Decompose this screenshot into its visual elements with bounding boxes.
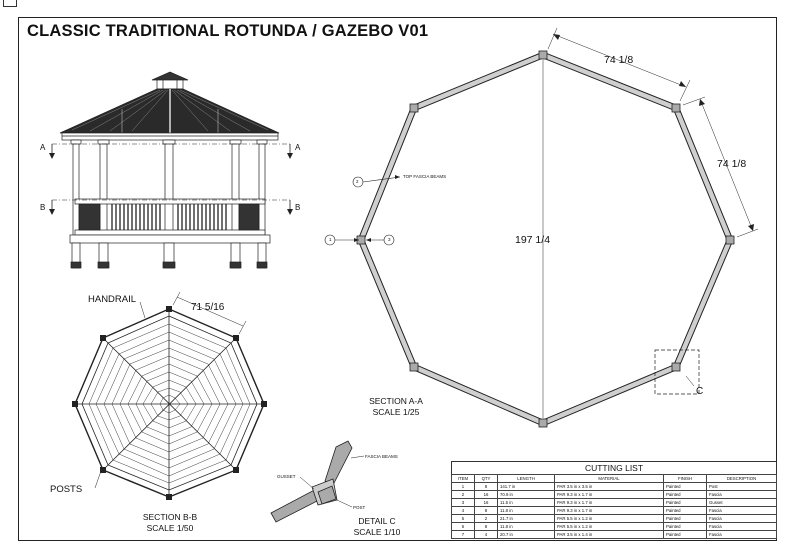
marker-a-left: A	[40, 143, 46, 152]
detail-c-title: DETAIL C	[358, 516, 396, 526]
cell-finish: Painted	[663, 522, 707, 531]
marker-b-right: B	[295, 203, 301, 212]
cell-material: PAR 9.3 in x 1.7 in	[554, 490, 664, 499]
dim-overall-width: 197 1/4	[515, 234, 551, 246]
cutting-list-title: CUTTING LIST	[451, 461, 777, 474]
cell-length: 70.9 in	[497, 490, 555, 499]
section-bb-plan	[72, 291, 267, 500]
table-row: 2 16 70.9 in PAR 9.3 in x 1.7 in Painted…	[451, 490, 777, 499]
cell-length: 20.7 in	[497, 530, 555, 539]
cell-qty: 2	[474, 514, 498, 523]
bubble-2: 2	[356, 179, 359, 184]
cell-length: 11.8 in	[497, 506, 555, 515]
cell-description: Fascia	[706, 506, 777, 515]
cell-finish: Painted	[663, 514, 707, 523]
col-material: MATERIAL	[554, 474, 664, 483]
cell-material: PAR 5.5 in x 1.2 in	[554, 514, 664, 523]
cell-length: 11.5 in	[497, 498, 555, 507]
table-row: 6 8 11.8 in PAR 5.5 in x 1.2 in Painted …	[451, 522, 777, 531]
cell-item: 1	[451, 482, 475, 491]
cell-material: PAR 3.5 in x 3.5 in	[554, 482, 664, 491]
cell-description: Fascia	[706, 530, 777, 539]
cell-finish: Painted	[663, 498, 707, 507]
cell-finish: Painted	[663, 482, 707, 491]
cell-item: 4	[451, 506, 475, 515]
col-item: ITEM	[451, 474, 475, 483]
detail-c	[270, 440, 365, 523]
dim-top-edge: 74 1/8	[604, 54, 634, 66]
cell-finish: Painted	[663, 530, 707, 539]
cell-item: 5	[451, 514, 475, 523]
cell-item: 6	[451, 522, 475, 531]
cell-description: Fascia	[706, 490, 777, 499]
posts-label: POSTS	[50, 484, 83, 495]
cell-finish: Painted	[663, 506, 707, 515]
table-row: 5 2 21.7 in PAR 5.5 in x 1.2 in Painted …	[451, 514, 777, 523]
cell-qty: 4	[474, 530, 498, 539]
cell-length: 11.8 in	[497, 522, 555, 531]
cell-qty: 8	[474, 522, 498, 531]
bubble-3: 3	[388, 237, 391, 242]
callout-top-fascia: TOP FASCIA BEAMS	[403, 174, 447, 179]
cell-qty: 8	[474, 506, 498, 515]
handrail-label: HANDRAIL	[88, 294, 137, 305]
detail-c-marker: C	[696, 386, 704, 397]
cell-description: Post	[706, 482, 777, 491]
cell-material: PAR 9.3 in x 1.7 in	[554, 498, 664, 507]
drawing-title: CLASSIC TRADITIONAL ROTUNDA / GAZEBO V01	[27, 22, 429, 40]
cutting-list-table: CUTTING LIST ITEM QTY LENGTH MATERIAL FI…	[451, 461, 777, 539]
section-aa-scale: SCALE 1/25	[372, 407, 420, 417]
cell-material: PAR 5.5 in x 1.2 in	[554, 522, 664, 531]
col-description: DESCRIPTION	[706, 474, 777, 483]
col-length: LENGTH	[497, 474, 555, 483]
cell-qty: 16	[474, 498, 498, 507]
detail-c-scale: SCALE 1/10	[353, 527, 401, 537]
cell-length: 141.7 in	[497, 482, 555, 491]
callout-gusset: GUSSET	[277, 474, 296, 479]
cell-material: PAR 9.3 in x 1.7 in	[554, 506, 664, 515]
cell-length: 21.7 in	[497, 514, 555, 523]
table-row: 4 8 11.8 in PAR 9.3 in x 1.7 in Painted …	[451, 506, 777, 515]
cell-description: Fascia	[706, 514, 777, 523]
section-aa-title: SECTION A-A	[369, 396, 423, 406]
cell-qty: 8	[474, 482, 498, 491]
cell-item: 7	[451, 530, 475, 539]
gazebo-elevation	[49, 71, 293, 269]
detail-c-label: DETAIL C SCALE 1/10	[342, 516, 412, 538]
marker-b-left: B	[40, 203, 46, 212]
col-qty: QTY	[474, 474, 498, 483]
cell-item: 2	[451, 490, 475, 499]
cell-item: 3	[451, 498, 475, 507]
section-bb-label: SECTION B-B SCALE 1/50	[132, 512, 208, 534]
section-aa-label: SECTION A-A SCALE 1/25	[360, 396, 432, 418]
cell-qty: 16	[474, 490, 498, 499]
table-row: 1 8 141.7 in PAR 3.5 in x 3.5 in Painted…	[451, 482, 777, 491]
bubble-1: 1	[329, 237, 332, 242]
corner-mark	[3, 0, 17, 7]
cutting-list-header-row: ITEM QTY LENGTH MATERIAL FINISH DESCRIPT…	[451, 474, 777, 483]
cell-finish: Painted	[663, 490, 707, 499]
section-bb-title: SECTION B-B	[142, 512, 198, 522]
drawing-frame	[18, 17, 777, 541]
table-row: 7 4 20.7 in PAR 3.5 in x 1.4 in Painted …	[451, 530, 777, 539]
dim-deck-edge: 71 5/16	[191, 302, 225, 313]
marker-a-right: A	[295, 143, 301, 152]
callout-post: POST	[353, 505, 366, 510]
dim-right-edge: 74 1/8	[717, 158, 747, 170]
col-finish: FINISH	[663, 474, 707, 483]
section-aa-plan	[324, 27, 759, 428]
callout-fascia-beams: FASCIA BEAMS	[365, 454, 398, 459]
cell-description: Fascia	[706, 522, 777, 531]
cell-material: PAR 3.5 in x 1.4 in	[554, 530, 664, 539]
cell-description: Gusset	[706, 498, 777, 507]
section-bb-scale: SCALE 1/50	[146, 523, 194, 533]
table-row: 3 16 11.5 in PAR 9.3 in x 1.7 in Painted…	[451, 498, 777, 507]
